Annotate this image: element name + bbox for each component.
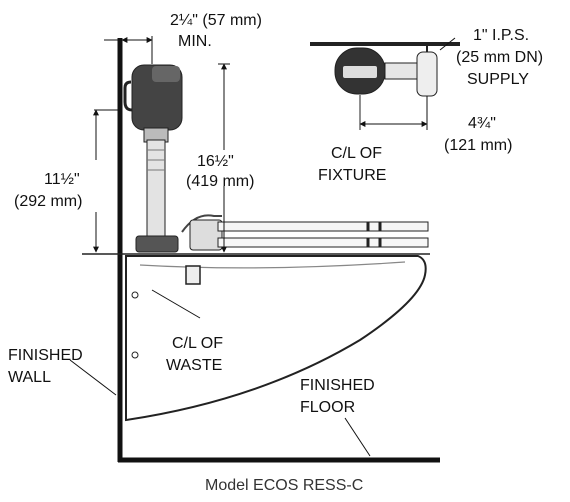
label-height-wall-1: 11½" [44,171,80,188]
cl-waste-leader [151,289,201,319]
top-view-stop [416,51,438,97]
label-offset-1: 4¾" [468,115,496,132]
label-cl-waste-2: WASTE [166,357,222,374]
bowl-outline [125,255,427,422]
label-min-dim-2: MIN. [178,33,212,50]
dimensions [69,36,456,457]
label-finished-wall-2: WALL [8,369,51,386]
label-supply-3: SUPPLY [467,71,529,88]
label-finished-floor-2: FLOOR [300,399,355,416]
supply-leader [439,37,456,51]
label-height-wall-2: (292 mm) [14,193,82,210]
label-min-dim-1: 2¼" (57 mm) [170,12,262,29]
label-supply-1: 1" I.P.S. [473,27,529,44]
caption: Model ECOS RESS-C [205,477,363,494]
flush-valve-side [123,64,183,253]
finished-wall-leader [69,359,117,396]
top-view-coupling [384,62,418,80]
vacuum-breaker-tube [146,139,166,241]
label-supply-2: (25 mm DN) [456,49,543,66]
label-height-valve-2: (419 mm) [186,173,254,190]
supply-pipe-upper [217,221,429,232]
toilet-fixture [82,253,430,422]
label-cl-waste-1: C/L OF [172,335,223,352]
label-height-valve-1: 16½" [197,153,234,170]
supply-pipe-lower [217,237,429,248]
label-cl-fixture-2: FIXTURE [318,167,386,184]
supply-pipes [181,214,429,251]
sensor-window [152,66,180,82]
label-cl-fixture-1: C/L OF [331,145,382,162]
finished-floor-leader [344,417,371,457]
pipe-elbow [189,219,223,251]
label-offset-2: (121 mm) [444,137,512,154]
flush-valve-top-view [310,42,460,130]
waste-outlet [185,265,201,285]
wall-and-floor [104,38,440,463]
labels: 2¼" (57 mm) MIN. 1" I.P.S. (25 mm DN) SU… [8,12,543,494]
spud-nut [135,235,179,253]
label-finished-wall-1: FINISHED [8,347,83,364]
label-finished-floor-1: FINISHED [300,377,375,394]
